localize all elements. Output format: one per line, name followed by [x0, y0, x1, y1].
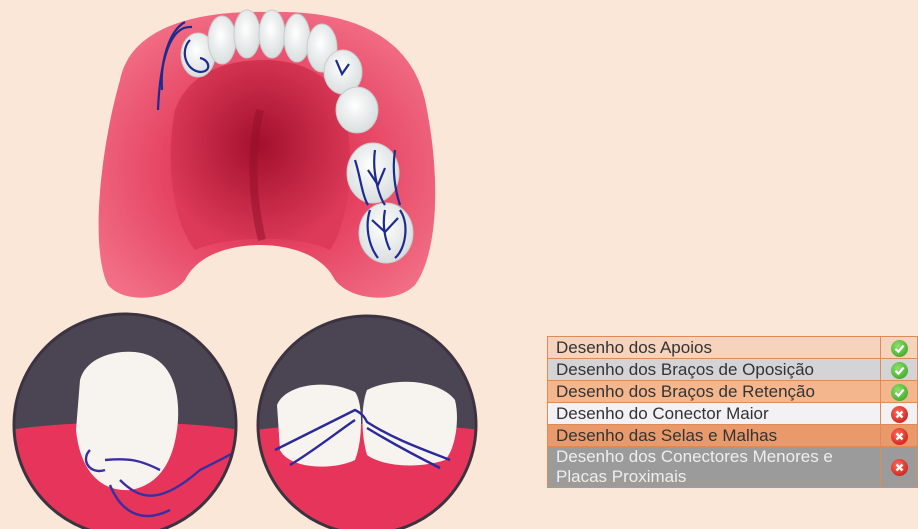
check-circle-icon [891, 362, 908, 379]
checklist-row[interactable]: Desenho dos Braços de Oposição [548, 359, 918, 381]
checklist-item-label: Desenho das Selas e Malhas [548, 425, 881, 447]
zoom-view-reciprocal[interactable] [255, 310, 480, 529]
checklist-item-label: Desenho dos Conectores Menores e Placas … [548, 447, 881, 488]
dental-arch-drawing[interactable] [0, 0, 520, 310]
checklist-row[interactable]: Desenho das Selas e Malhas [548, 425, 918, 447]
checklist-item-label: Desenho dos Apoios [548, 337, 881, 359]
x-circle-icon [891, 428, 908, 445]
checklist-row[interactable]: Desenho dos Apoios [548, 337, 918, 359]
check-circle-icon [891, 384, 908, 401]
evaluation-checklist: Desenho dos Apoios Desenho dos Braços de… [547, 336, 918, 488]
checklist-row[interactable]: Desenho dos Conectores Menores e Placas … [548, 447, 918, 488]
x-circle-icon [891, 406, 908, 423]
checklist-item-label: Desenho do Conector Maior [548, 403, 881, 425]
zoom-view-clasp[interactable] [10, 310, 240, 529]
checklist-row[interactable]: Desenho do Conector Maior [548, 403, 918, 425]
checklist-row[interactable]: Desenho dos Braços de Retenção [548, 381, 918, 403]
checklist-item-label: Desenho dos Braços de Oposição [548, 359, 881, 381]
x-circle-icon [891, 459, 908, 476]
check-circle-icon [891, 340, 908, 357]
checklist-item-label: Desenho dos Braços de Retenção [548, 381, 881, 403]
